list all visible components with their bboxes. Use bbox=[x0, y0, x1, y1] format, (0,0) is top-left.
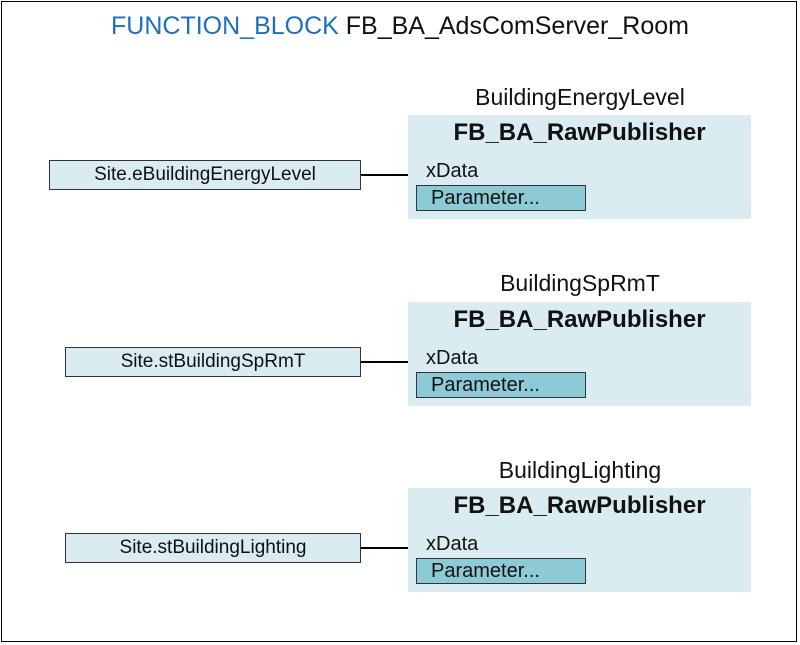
fb-type-label: FB_BA_RawPublisher bbox=[453, 492, 706, 519]
input-variable-box[interactable]: Site.eBuildingEnergyLevel bbox=[49, 160, 361, 190]
fb-instance-box[interactable]: FB_BA_RawPublisher xData Parameter... bbox=[408, 302, 751, 406]
fb-instance-box[interactable]: FB_BA_RawPublisher xData Parameter... bbox=[408, 115, 751, 219]
function-block-name: FB_BA_AdsComServer_Room bbox=[345, 12, 689, 40]
fb-type-label: FB_BA_RawPublisher bbox=[453, 306, 706, 333]
input-variable-box[interactable]: Site.stBuildingLighting bbox=[65, 533, 361, 563]
input-pin-label: xData bbox=[426, 347, 479, 369]
connection-wire bbox=[361, 174, 408, 176]
instance-name: BuildingEnergyLevel bbox=[475, 84, 685, 110]
parameter-button[interactable]: Parameter... bbox=[416, 185, 586, 211]
connection-wire bbox=[361, 547, 408, 549]
fb-instance-box[interactable]: FB_BA_RawPublisher xData Parameter... bbox=[408, 488, 751, 592]
instance-name: BuildingSpRmT bbox=[500, 270, 660, 296]
input-pin-label: xData bbox=[426, 160, 479, 182]
connection-wire bbox=[361, 361, 408, 363]
parameter-button[interactable]: Parameter... bbox=[416, 372, 586, 398]
input-variable-box[interactable]: Site.stBuildingSpRmT bbox=[65, 347, 361, 377]
parameter-button[interactable]: Parameter... bbox=[416, 558, 586, 584]
instance-name: BuildingLighting bbox=[498, 457, 662, 483]
input-pin-label: xData bbox=[426, 533, 479, 555]
fb-type-label: FB_BA_RawPublisher bbox=[453, 119, 706, 146]
function-block-title: FUNCTION_BLOCK FB_BA_AdsComServer_Room bbox=[0, 12, 800, 41]
function-block-keyword: FUNCTION_BLOCK bbox=[111, 12, 339, 40]
